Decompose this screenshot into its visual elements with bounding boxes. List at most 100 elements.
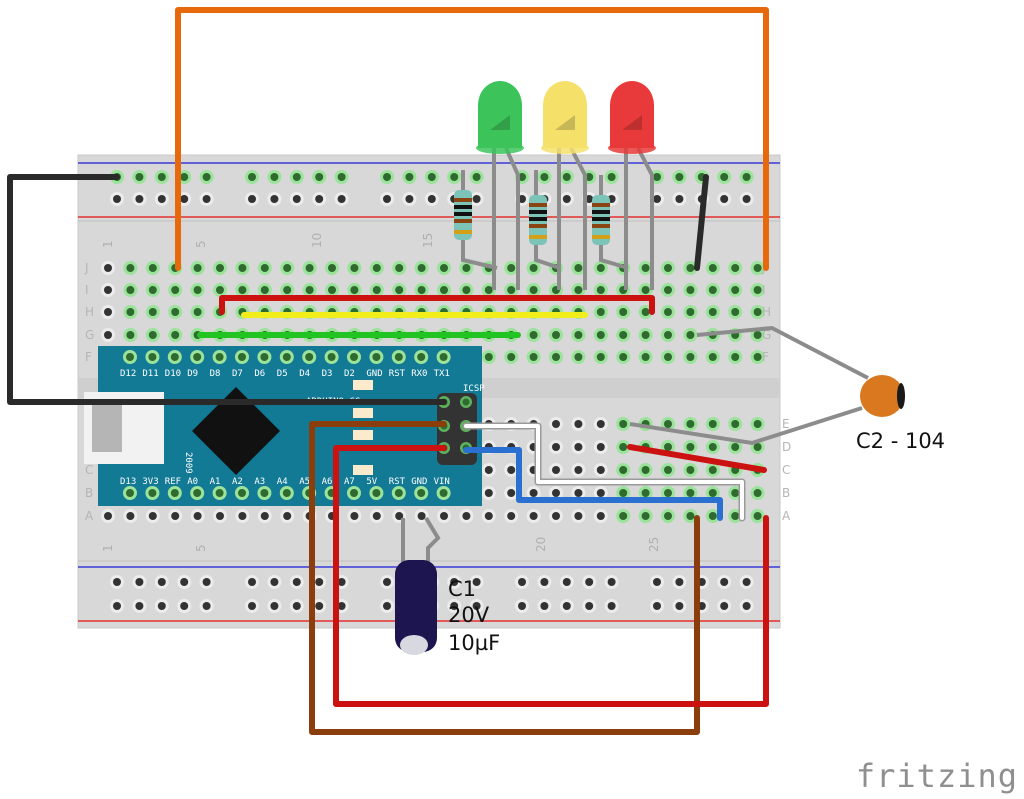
breadboard-hole[interactable] <box>145 305 160 319</box>
breadboard-hole[interactable] <box>437 283 451 297</box>
breadboard-hole[interactable] <box>145 509 160 523</box>
breadboard-hole[interactable] <box>414 261 429 275</box>
breadboard-hole[interactable] <box>661 305 675 319</box>
breadboard-hole[interactable] <box>190 509 205 523</box>
breadboard-hole[interactable] <box>549 328 563 342</box>
breadboard-hole[interactable] <box>312 170 327 184</box>
breadboard-hole[interactable] <box>537 170 552 184</box>
breadboard-hole[interactable] <box>683 328 698 342</box>
breadboard-hole[interactable] <box>728 417 743 431</box>
breadboard-hole[interactable] <box>638 328 653 342</box>
breadboard-hole[interactable] <box>661 261 675 275</box>
breadboard-hole[interactable] <box>289 599 304 613</box>
breadboard-hole[interactable] <box>257 509 272 523</box>
breadboard-hole[interactable] <box>661 328 675 342</box>
breadboard-hole[interactable] <box>481 486 496 500</box>
breadboard-hole[interactable] <box>312 599 327 613</box>
breadboard-hole[interactable] <box>504 486 519 500</box>
breadboard-hole[interactable] <box>728 350 743 364</box>
breadboard-hole[interactable] <box>145 328 160 342</box>
breadboard-hole[interactable] <box>549 486 563 500</box>
breadboard-hole[interactable] <box>168 283 183 297</box>
breadboard-hole[interactable] <box>526 328 541 342</box>
breadboard-hole[interactable] <box>245 170 259 184</box>
breadboard-hole[interactable] <box>154 170 169 184</box>
breadboard-hole[interactable] <box>638 509 653 523</box>
arduino-pin-rst[interactable] <box>391 350 406 364</box>
breadboard-hole[interactable] <box>504 261 519 275</box>
breadboard-hole[interactable] <box>168 509 183 523</box>
c1-body[interactable] <box>395 560 437 652</box>
breadboard-hole[interactable] <box>132 599 147 613</box>
breadboard-hole[interactable] <box>717 170 732 184</box>
resistor-2[interactable] <box>529 195 547 245</box>
breadboard-hole[interactable] <box>705 509 720 523</box>
breadboard-hole[interactable] <box>739 192 754 206</box>
breadboard-hole[interactable] <box>199 170 214 184</box>
c2-body[interactable] <box>860 375 904 417</box>
breadboard-hole[interactable] <box>571 261 586 275</box>
arduino-pin-d12[interactable] <box>123 350 137 364</box>
red-wire-bottom[interactable] <box>333 445 769 707</box>
breadboard-hole[interactable] <box>650 575 664 589</box>
breadboard-hole[interactable] <box>728 261 743 275</box>
arduino-pin-gnd[interactable] <box>369 350 384 364</box>
breadboard-hole[interactable] <box>154 599 169 613</box>
breadboard-hole[interactable] <box>199 599 214 613</box>
breadboard-hole[interactable] <box>280 283 295 297</box>
breadboard-hole[interactable] <box>593 328 608 342</box>
breadboard-hole[interactable] <box>437 261 451 275</box>
breadboard-hole[interactable] <box>683 350 698 364</box>
arduino-pin-d4[interactable] <box>302 350 317 364</box>
breadboard-hole[interactable] <box>289 575 304 589</box>
breadboard-hole[interactable] <box>312 192 327 206</box>
breadboard-hole[interactable] <box>447 575 462 589</box>
breadboard-hole[interactable] <box>593 283 608 297</box>
breadboard-hole[interactable] <box>347 509 362 523</box>
breadboard-hole[interactable] <box>280 509 295 523</box>
breadboard-hole[interactable] <box>402 170 417 184</box>
breadboard-hole[interactable] <box>213 261 227 275</box>
black-wire-rail[interactable] <box>694 174 709 271</box>
breadboard-hole[interactable] <box>549 440 563 454</box>
breadboard-hole[interactable] <box>459 509 474 523</box>
resistor-3[interactable] <box>592 195 610 245</box>
breadboard-hole[interactable] <box>604 599 619 613</box>
breadboard-hole[interactable] <box>213 283 227 297</box>
breadboard-hole[interactable] <box>616 283 631 297</box>
breadboard-hole[interactable] <box>750 509 765 523</box>
breadboard-hole[interactable] <box>199 575 214 589</box>
breadboard-hole[interactable] <box>199 192 214 206</box>
breadboard-hole[interactable] <box>123 328 138 342</box>
breadboard-hole[interactable] <box>369 283 384 297</box>
arduino-pin-d13[interactable] <box>123 486 137 500</box>
breadboard-hole[interactable] <box>571 283 586 297</box>
breadboard-hole[interactable] <box>101 509 115 523</box>
breadboard-hole[interactable] <box>616 463 631 477</box>
breadboard-hole[interactable] <box>661 283 675 297</box>
breadboard-hole[interactable] <box>347 261 362 275</box>
breadboard-hole[interactable] <box>683 509 698 523</box>
breadboard-hole[interactable] <box>582 575 597 589</box>
breadboard-hole[interactable] <box>481 509 496 523</box>
breadboard-hole[interactable] <box>392 261 407 275</box>
breadboard-hole[interactable] <box>593 305 608 319</box>
breadboard-hole[interactable] <box>145 283 160 297</box>
breadboard-hole[interactable] <box>593 486 608 500</box>
breadboard-hole[interactable] <box>235 283 250 297</box>
breadboard-hole[interactable] <box>380 575 394 589</box>
breadboard-hole[interactable] <box>549 463 563 477</box>
breadboard-hole[interactable] <box>705 261 720 275</box>
breadboard-hole[interactable] <box>312 575 327 589</box>
breadboard-hole[interactable] <box>504 509 519 523</box>
red-led[interactable] <box>608 81 656 154</box>
breadboard-hole[interactable] <box>369 261 384 275</box>
breadboard-hole[interactable] <box>571 417 586 431</box>
breadboard-hole[interactable] <box>717 599 732 613</box>
breadboard-hole[interactable] <box>469 599 484 613</box>
resistor-1[interactable] <box>454 190 472 240</box>
breadboard-hole[interactable] <box>380 192 394 206</box>
arduino-pin-d8[interactable] <box>212 350 227 364</box>
breadboard-hole[interactable] <box>302 283 317 297</box>
breadboard-hole[interactable] <box>190 261 205 275</box>
